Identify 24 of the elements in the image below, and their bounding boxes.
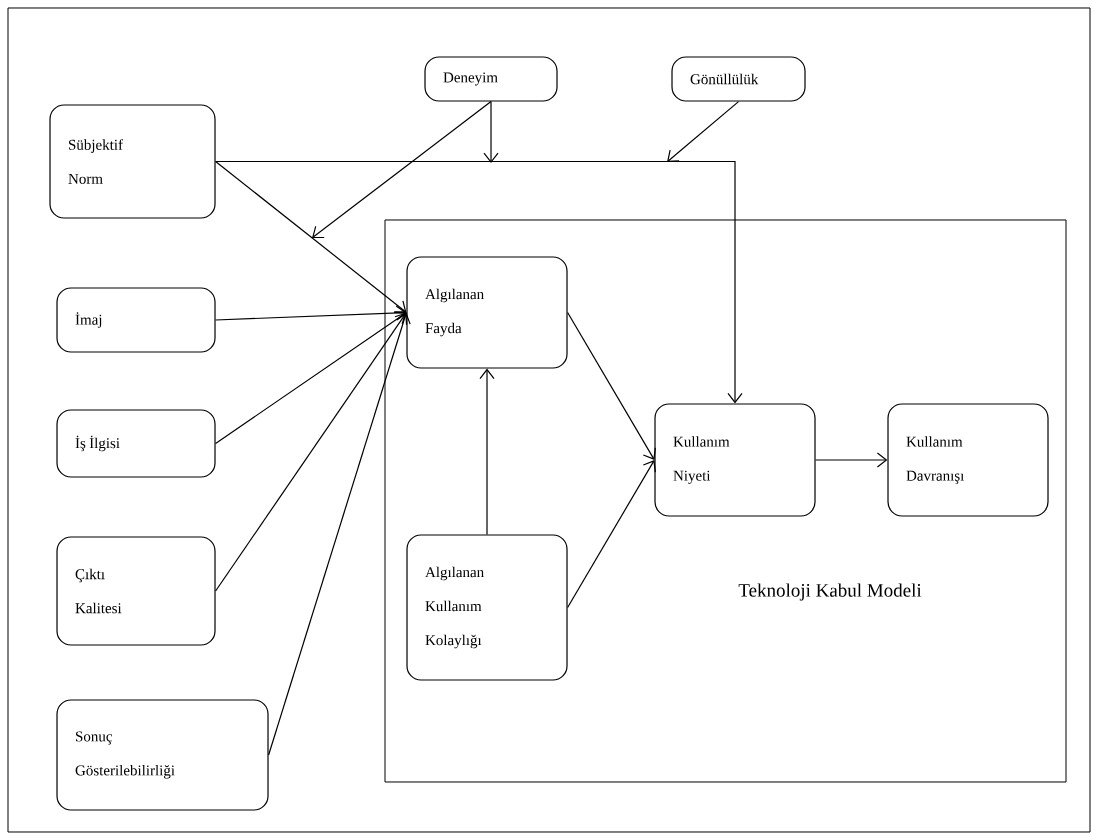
- arrow: [567, 311, 656, 460]
- concept-box: Deneyim: [424, 56, 558, 102]
- arrow: [312, 101, 492, 239]
- arrow: [268, 312, 411, 756]
- concept-box: İş İlgisi: [56, 409, 216, 478]
- concept-box: Kullanım Davranışı: [887, 403, 1049, 517]
- concept-box: Sübjektif Norm: [49, 104, 216, 219]
- concept-box: Kullanım Niyeti: [654, 403, 816, 517]
- concept-box: Algılanan Fayda: [406, 256, 568, 369]
- concept-box: İmaj: [56, 287, 216, 353]
- arrow: [215, 160, 407, 313]
- concept-box: Algılanan Kullanım Kolaylığı: [406, 534, 568, 681]
- arrow: [215, 305, 407, 321]
- arrow: [215, 311, 407, 445]
- arrow: [483, 101, 499, 163]
- arrow: [215, 312, 408, 592]
- concept-box: Çıktı Kalitesi: [56, 536, 216, 646]
- arrow: [479, 368, 495, 535]
- arrow: [215, 160, 743, 404]
- arrow: [567, 460, 656, 609]
- arrow: [667, 101, 740, 162]
- arrow: [815, 452, 888, 468]
- concept-box: Sonuç Gösterilebilirliği: [56, 699, 269, 811]
- concept-box: Gönüllülük: [671, 56, 806, 102]
